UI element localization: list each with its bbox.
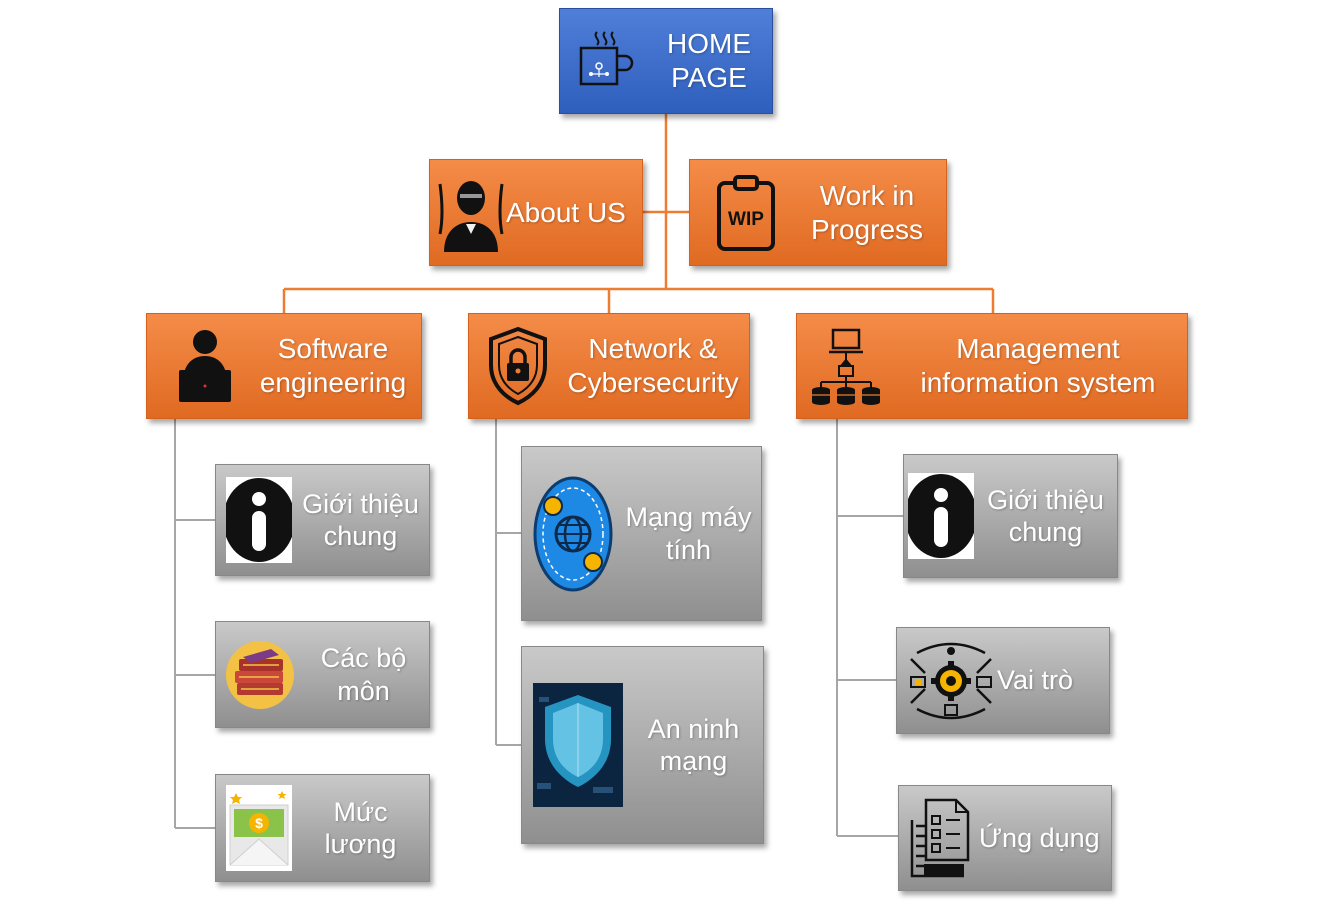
se-cac-bo-mon-node[interactable]: Các bộ môn	[215, 621, 430, 728]
mis-gioi-thieu-chung-label: Giới thiệu chung	[987, 484, 1104, 547]
mis-ung-dung-node[interactable]: Ứng dụng	[898, 785, 1112, 891]
net-an-ninh-mang-label: An ninh mạng	[647, 713, 740, 776]
management-information-system-label: Management information system	[920, 333, 1156, 398]
info-icon	[908, 473, 974, 559]
person-icon	[436, 174, 506, 252]
se-muc-luong-label: Mức lương	[324, 796, 397, 859]
management-information-system-node[interactable]: Management information system	[796, 313, 1188, 419]
se-gioi-thieu-chung-label: Giới thiệu chung	[302, 488, 419, 551]
info-icon	[226, 477, 292, 563]
work-in-progress-label: Work in Progress	[810, 179, 924, 245]
gear-user-icon	[905, 639, 997, 723]
se-muc-luong-node[interactable]: $ Mức lương	[215, 774, 430, 882]
network-cybersecurity-node[interactable]: Network & Cybersecurity	[468, 313, 750, 419]
net-mang-may-tinh-node[interactable]: Mạng máy tính	[521, 446, 762, 621]
svg-text:$: $	[255, 815, 263, 831]
checklist-icon	[905, 796, 979, 880]
home-page-label: HOME PAGE	[667, 28, 751, 93]
work-in-progress-node[interactable]: WIP Work in Progress	[689, 159, 947, 266]
shield-lock-icon	[479, 325, 557, 407]
net-an-ninh-mang-node[interactable]: An ninh mạng	[521, 646, 764, 844]
se-gioi-thieu-chung-node[interactable]: Giới thiệu chung	[215, 464, 430, 576]
software-engineering-label: Software engineering	[259, 333, 407, 398]
net-mang-may-tinh-label: Mạng máy tính	[625, 502, 752, 565]
books-icon	[222, 637, 298, 713]
mis-vai-tro-label: Vai trò	[997, 665, 1074, 696]
wip-clipboard-icon: WIP	[704, 173, 788, 253]
mis-vai-tro-node[interactable]: Vai trò	[896, 627, 1110, 734]
network-cybersecurity-label: Network & Cybersecurity	[567, 333, 739, 398]
coffee-laptop-icon	[570, 23, 646, 99]
database-hierarchy-icon	[803, 326, 889, 406]
salary-envelope-icon: $	[226, 785, 292, 871]
software-engineering-node[interactable]: Software engineering	[146, 313, 422, 419]
about-us-label: About US	[506, 196, 626, 228]
network-globe-icon	[530, 476, 616, 592]
laptop-user-icon	[165, 326, 245, 406]
cyber-shield-icon	[532, 683, 624, 807]
home-page-node[interactable]: HOME PAGE	[559, 8, 773, 114]
se-cac-bo-mon-label: Các bộ môn	[320, 643, 407, 706]
about-us-node[interactable]: About US	[429, 159, 643, 266]
svg-text:WIP: WIP	[728, 209, 764, 230]
mis-gioi-thieu-chung-node[interactable]: Giới thiệu chung	[903, 454, 1118, 578]
mis-ung-dung-label: Ứng dụng	[979, 822, 1100, 853]
